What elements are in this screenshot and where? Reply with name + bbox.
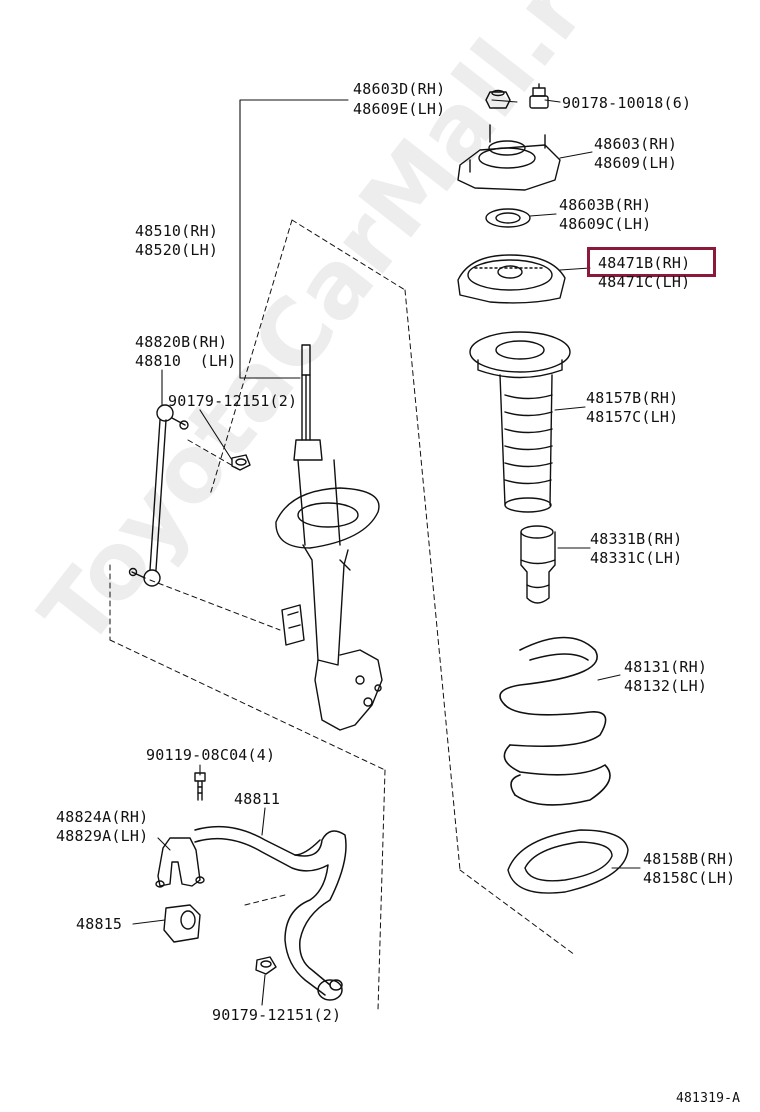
label-bracket-rh[interactable]: 48824A(RH) — [56, 808, 149, 826]
label-bar-nut[interactable]: 90179-12151(2) — [212, 1006, 342, 1024]
stabilizer-bar-48811 — [194, 825, 347, 1001]
bump-stopper-48331B — [520, 525, 556, 604]
bearing-48603B — [485, 208, 531, 228]
label-strut-rh[interactable]: 48510(RH) — [135, 222, 219, 240]
label-stab-bar[interactable]: 48811 — [234, 790, 281, 808]
label-bushing[interactable]: 48815 — [76, 915, 123, 933]
coil-spring-48131 — [499, 636, 611, 806]
label-bracket-bolt[interactable]: 90119-08C04(4) — [146, 746, 276, 764]
label-lower-insulator-lh[interactable]: 48158C(LH) — [643, 869, 736, 887]
label-stab-link-rh[interactable]: 48820B(RH) — [135, 333, 228, 351]
lower-insulator-48158B — [507, 829, 629, 894]
label-bumper-lh[interactable]: 48331C(LH) — [590, 549, 683, 567]
label-spring-rh[interactable]: 48131(RH) — [624, 658, 708, 676]
label-upper-seat-lh[interactable]: 48471C(LH) — [598, 273, 691, 291]
upper-seat-48471B — [457, 254, 566, 304]
label-bumper-rh[interactable]: 48331B(RH) — [590, 530, 683, 548]
bolt-90178 — [529, 83, 549, 109]
link-nut-90179 — [231, 454, 251, 471]
shock-absorber-48510 — [275, 344, 383, 731]
label-bearing-lh[interactable]: 48609C(LH) — [559, 215, 652, 233]
label-bracket-lh[interactable]: 48829A(LH) — [56, 827, 149, 845]
label-nut-lh[interactable]: 48609E(LH) — [353, 100, 446, 118]
stabilizer-link-48820B — [128, 404, 189, 587]
label-support-rh[interactable]: 48603(RH) — [594, 135, 678, 153]
strut-support-48603 — [457, 124, 561, 191]
highlight-box — [587, 247, 716, 277]
figure-code: 481319-A — [676, 1091, 741, 1106]
assembly-outline — [109, 219, 576, 1011]
label-upper-seat-rh[interactable]: 48471B(RH) — [598, 254, 691, 272]
dust-boot-48157B — [469, 331, 571, 513]
label-spring-lh[interactable]: 48132(LH) — [624, 677, 708, 695]
label-link-nut[interactable]: 90179-12151(2) — [168, 392, 298, 410]
bracket-bolt-90119 — [194, 772, 206, 801]
label-stab-link-lh[interactable]: 48810 (LH) — [135, 352, 237, 370]
label-strut-lh[interactable]: 48520(LH) — [135, 241, 219, 259]
bracket-48824A — [155, 837, 205, 888]
label-bolt[interactable]: 90178-10018(6) — [562, 94, 692, 112]
label-lower-insulator-rh[interactable]: 48158B(RH) — [643, 850, 736, 868]
label-support-lh[interactable]: 48609(LH) — [594, 154, 678, 172]
label-boot-lh[interactable]: 48157C(LH) — [586, 408, 679, 426]
label-boot-rh[interactable]: 48157B(RH) — [586, 389, 679, 407]
nut-48603D — [485, 89, 511, 109]
bushing-48815 — [163, 904, 201, 943]
label-nut-rh[interactable]: 48603D(RH) — [353, 80, 446, 98]
leader-lines — [132, 99, 641, 1006]
bar-nut-90179 — [255, 956, 277, 975]
label-bearing-rh[interactable]: 48603B(RH) — [559, 196, 652, 214]
